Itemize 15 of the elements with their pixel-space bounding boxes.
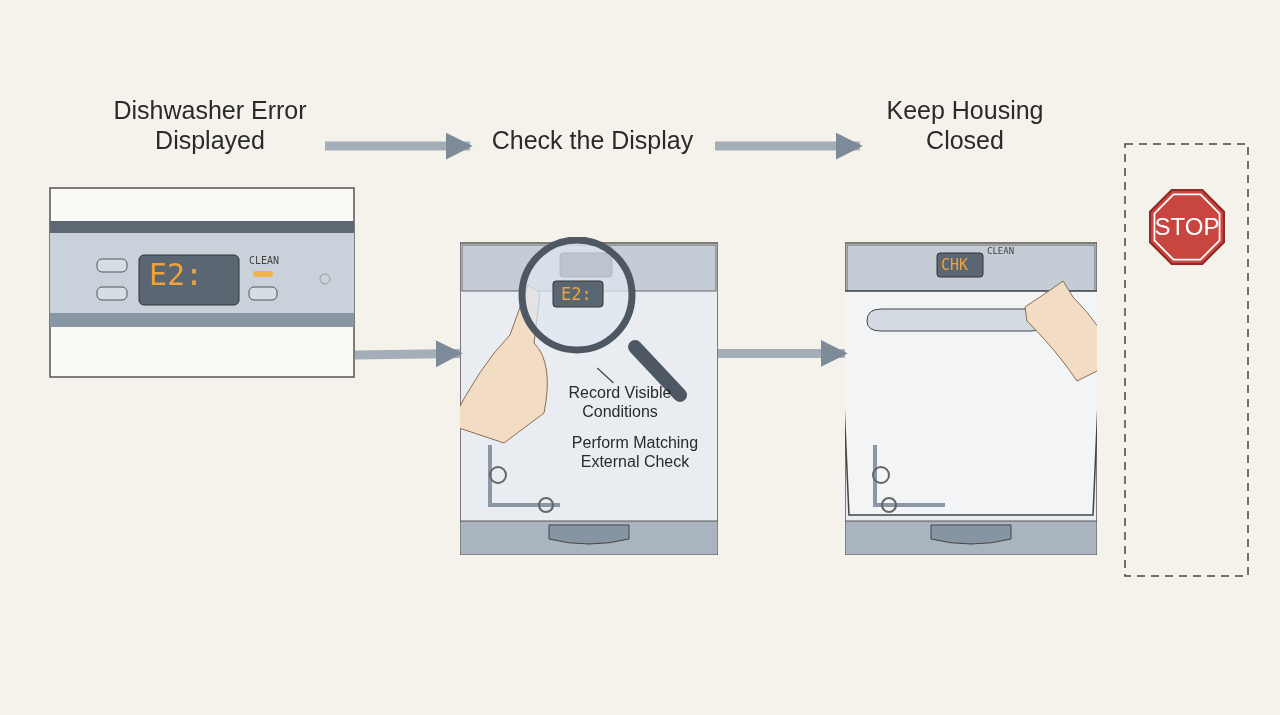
display-readout: CHK <box>941 256 969 274</box>
arrow <box>718 339 848 367</box>
arrow <box>354 340 463 368</box>
display-readout: E2: <box>561 284 592 304</box>
step-heading: Keep Housing Closed <box>885 95 1045 155</box>
arrow <box>325 132 473 160</box>
step-heading: Dishwasher Error Displayed <box>112 95 308 155</box>
leader-line <box>596 367 615 384</box>
display-readout: E2: <box>149 257 204 292</box>
indicator-label: CLEAN <box>249 255 280 266</box>
step-note: Perform Matching External Check <box>570 433 700 472</box>
step-heading: Check the Display <box>490 125 695 155</box>
arrow <box>715 132 863 160</box>
sign-text: STOP <box>1153 212 1221 242</box>
indicator-label: CLEAN <box>987 246 1015 256</box>
